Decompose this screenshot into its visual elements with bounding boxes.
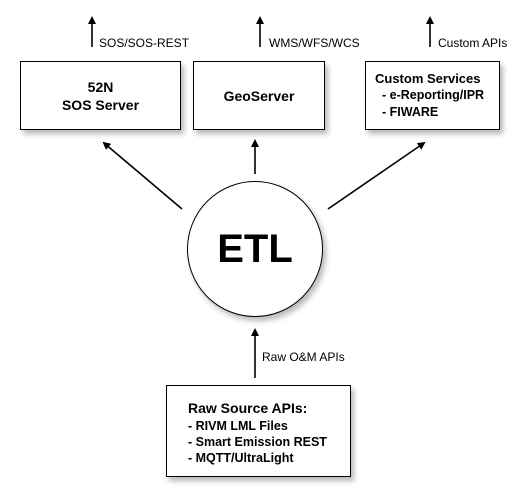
- geoserver-label: GeoServer: [223, 87, 295, 104]
- edge-label-raw-om-apis: Raw O&M APIs: [262, 350, 345, 364]
- node-geoserver: GeoServer: [193, 61, 325, 130]
- raw-source-title: Raw Source APIs:: [188, 400, 308, 416]
- raw-source-item: - Smart Emission REST: [188, 435, 327, 449]
- edge-label-wms-wfs-wcs: WMS/WFS/WCS: [269, 36, 360, 50]
- arrow-etl-to-sos: [102, 141, 183, 210]
- arrow-etl-to-custom: [327, 141, 426, 210]
- edge-label-custom-apis: Custom APIs: [438, 36, 508, 50]
- custom-services-item: - e-Reporting/IPR: [382, 88, 485, 102]
- node-etl: ETL: [187, 181, 323, 317]
- node-sos-server: 52N SOS Server: [20, 61, 181, 130]
- node-raw-source-apis: Raw Source APIs: - RIVM LML Files - Smar…: [166, 385, 351, 477]
- raw-source-item: - RIVM LML Files: [188, 419, 288, 433]
- sos-line-2: SOS Server: [61, 96, 140, 113]
- node-custom-services: Custom Services - e-Reporting/IPR - FIWA…: [365, 61, 500, 130]
- etl-label: ETL: [217, 226, 293, 271]
- custom-services-item: - FIWARE: [382, 105, 439, 119]
- sos-line-1: 52N: [87, 78, 114, 95]
- custom-services-title: Custom Services: [375, 71, 481, 86]
- edge-label-sos-rest: SOS/SOS-REST: [99, 36, 190, 50]
- raw-source-item: - MQTT/UltraLight: [188, 451, 294, 465]
